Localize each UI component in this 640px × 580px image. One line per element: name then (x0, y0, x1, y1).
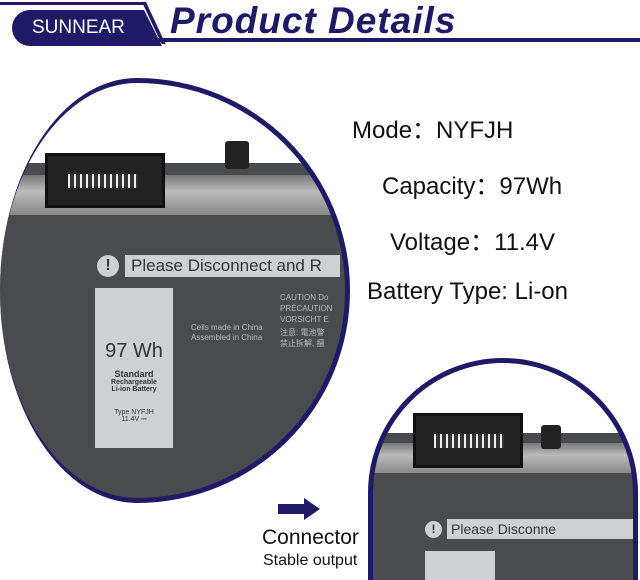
connector-title: Connector (262, 526, 359, 549)
spec-voltage: Voltage：11.4V (390, 229, 556, 256)
label-type: Li-ion Battery (111, 386, 157, 393)
origin-cells: Cells made in China (191, 323, 263, 332)
label-model: Type NYFJH (114, 409, 154, 416)
battery-closeup: ! Please Disconnect and R 97 Wh Standard… (0, 78, 350, 503)
caution-5: 禁止拆解, 擅 (280, 339, 325, 348)
warning-banner: Please Disconnect and R (125, 255, 340, 277)
spec-battery-type: Battery Type: Li-on (367, 278, 568, 305)
warning-icon-detail: ! (425, 521, 442, 538)
header-top-rule (0, 2, 145, 5)
caution-2: PRÉCAUTION (280, 304, 333, 313)
page-title: Product Details (170, 0, 457, 41)
connector-port (45, 153, 165, 208)
caution-4: 注意: 電池警 (280, 328, 325, 337)
connector-port-detail (413, 413, 523, 468)
spec-capacity: Capacity：97Wh (382, 173, 563, 200)
label-voltage: 11.4V ⎓ (121, 416, 147, 423)
connector-subtitle: Stable output (263, 552, 358, 569)
battery-label: 97 Wh Standard Rechargeable Li-ion Batte… (95, 288, 173, 448)
warning-banner-detail: Please Disconne (447, 519, 633, 539)
warning-icon: ! (97, 255, 119, 277)
connector-closeup: ! Please Disconne (368, 358, 638, 580)
label-rechargeable: Rechargeable (111, 379, 157, 386)
battery-label-detail (425, 551, 495, 580)
origin-assembled: Assembled in China (191, 333, 263, 342)
brand-badge: SUNNEAR (12, 10, 162, 46)
header-rule (140, 38, 640, 42)
arrow-right-icon (278, 498, 320, 520)
spec-mode: Mode：NYFJH (352, 117, 514, 144)
caution-1: CAUTION Do (280, 293, 329, 302)
label-standard: Standard (114, 369, 154, 379)
caution-3: VORSICHT E (280, 315, 329, 324)
label-capacity: 97 Wh (105, 340, 163, 362)
